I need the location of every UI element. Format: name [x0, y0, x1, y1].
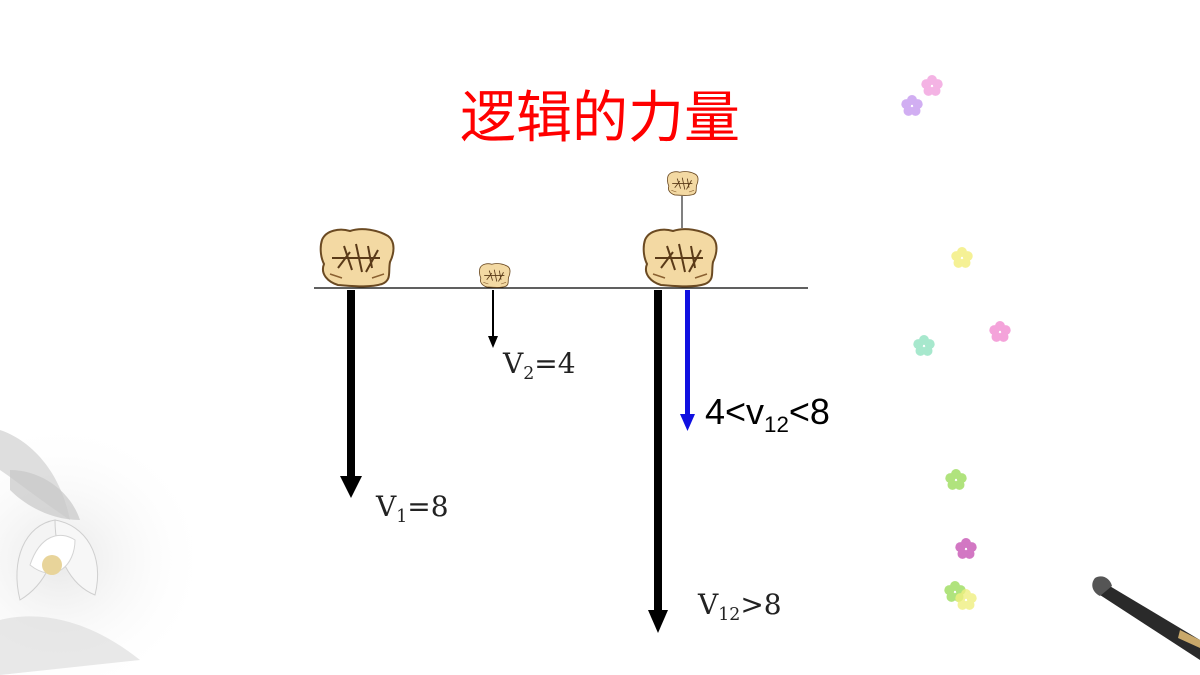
- arrow-v12-range: [680, 290, 695, 431]
- arrow-v1: [340, 290, 362, 498]
- label-v1: V1=8: [376, 490, 449, 528]
- page-title: 逻辑的力量: [460, 86, 740, 151]
- arrow-v12: [648, 290, 668, 633]
- brush-icon: [1092, 576, 1200, 660]
- label-v12-range: 4<v12<8: [705, 391, 830, 437]
- flower-icon: [901, 75, 1011, 610]
- stone-icon: [479, 263, 511, 288]
- arrow-v2: [488, 290, 498, 348]
- label-v12-gt: V12>8: [698, 588, 782, 626]
- stone-icon: [667, 171, 699, 196]
- stone-icon: [319, 228, 395, 288]
- label-v2: V2=4: [503, 347, 576, 385]
- lotus-flower-icon: [0, 420, 210, 675]
- stone-icon: [642, 228, 718, 288]
